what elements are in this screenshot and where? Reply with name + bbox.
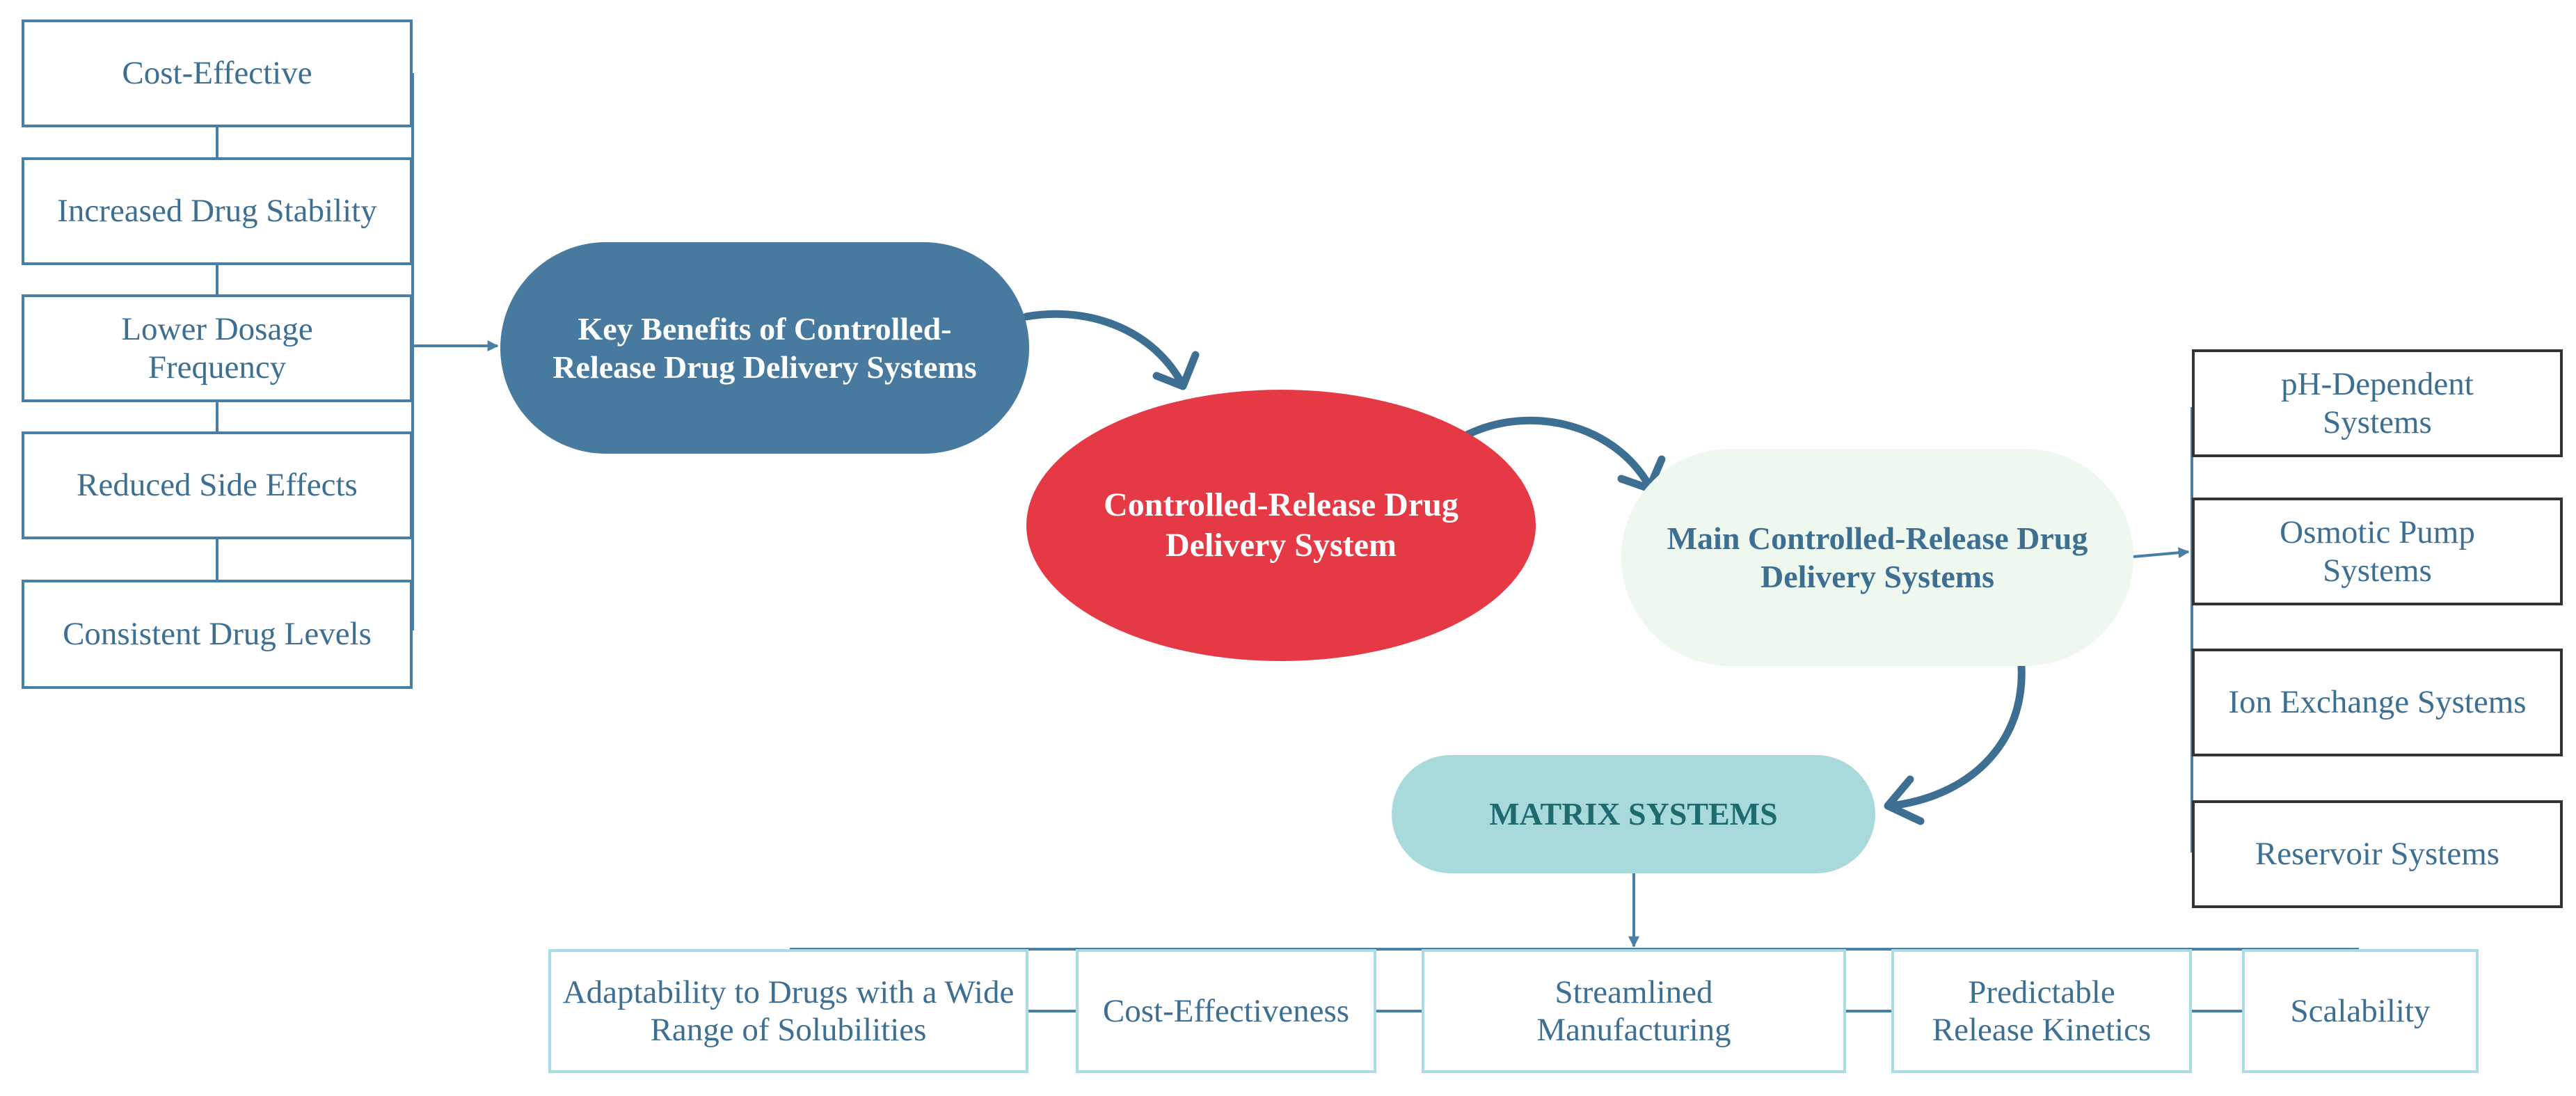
system-ion-exchange: Ion Exchange Systems — [2192, 649, 2563, 756]
benefit-label: Reduced Side Effects — [77, 467, 358, 504]
key-benefits-label: Key Benefits of Controlled-Release Drug … — [552, 310, 977, 385]
benefit-label: Lower Dosage Frequency — [121, 311, 313, 386]
feature-scalability: Scalability — [2242, 949, 2479, 1073]
main-systems-label: Main Controlled-Release Drug Delivery Sy… — [1667, 520, 2088, 594]
feature-predictable-release-kinetics: Predictable Release Kinetics — [1891, 949, 2192, 1073]
system-osmotic-pump: Osmotic Pump Systems — [2192, 498, 2563, 605]
feature-streamlined-manufacturing: Streamlined Manufacturing — [1422, 949, 1846, 1073]
feature-cost-effectiveness: Cost-Effectiveness — [1076, 949, 1376, 1073]
feature-label: Streamlined Manufacturing — [1536, 974, 1731, 1048]
feature-adaptability: Adaptability to Drugs with a Wide Range … — [548, 949, 1028, 1073]
matrix-systems-label: MATRIX SYSTEMS — [1489, 796, 1778, 832]
controlled-release-label: Controlled-Release Drug Delivery System — [1104, 486, 1458, 564]
benefit-label: Increased Drug Stability — [57, 193, 377, 230]
system-ph-dependent: pH-Dependent Systems — [2192, 349, 2563, 457]
benefit-label: Cost-Effective — [122, 55, 312, 92]
main-systems-node: Main Controlled-Release Drug Delivery Sy… — [1621, 449, 2133, 666]
system-label: Ion Exchange Systems — [2228, 684, 2527, 721]
controlled-release-node: Controlled-Release Drug Delivery System — [1026, 390, 1536, 661]
benefit-reduced-side-effects: Reduced Side Effects — [22, 431, 413, 539]
matrix-systems-node: MATRIX SYSTEMS — [1392, 755, 1875, 873]
benefit-label: Consistent Drug Levels — [63, 616, 372, 653]
benefit-increased-drug-stability: Increased Drug Stability — [22, 157, 413, 265]
benefit-lower-dosage-frequency: Lower Dosage Frequency — [22, 294, 413, 402]
feature-label: Cost-Effectiveness — [1102, 992, 1350, 1029]
system-reservoir: Reservoir Systems — [2192, 800, 2563, 908]
key-benefits-node: Key Benefits of Controlled-Release Drug … — [500, 242, 1029, 454]
system-label: Reservoir Systems — [2255, 836, 2500, 873]
feature-label: Predictable Release Kinetics — [1932, 974, 2152, 1048]
feature-label: Scalability — [2290, 992, 2431, 1029]
system-label: pH-Dependent Systems — [2281, 366, 2474, 440]
system-label: Osmotic Pump Systems — [2280, 514, 2475, 589]
feature-label: Adaptability to Drugs with a Wide Range … — [562, 974, 1015, 1048]
benefit-cost-effective: Cost-Effective — [22, 19, 413, 127]
benefit-consistent-drug-levels: Consistent Drug Levels — [22, 580, 413, 689]
